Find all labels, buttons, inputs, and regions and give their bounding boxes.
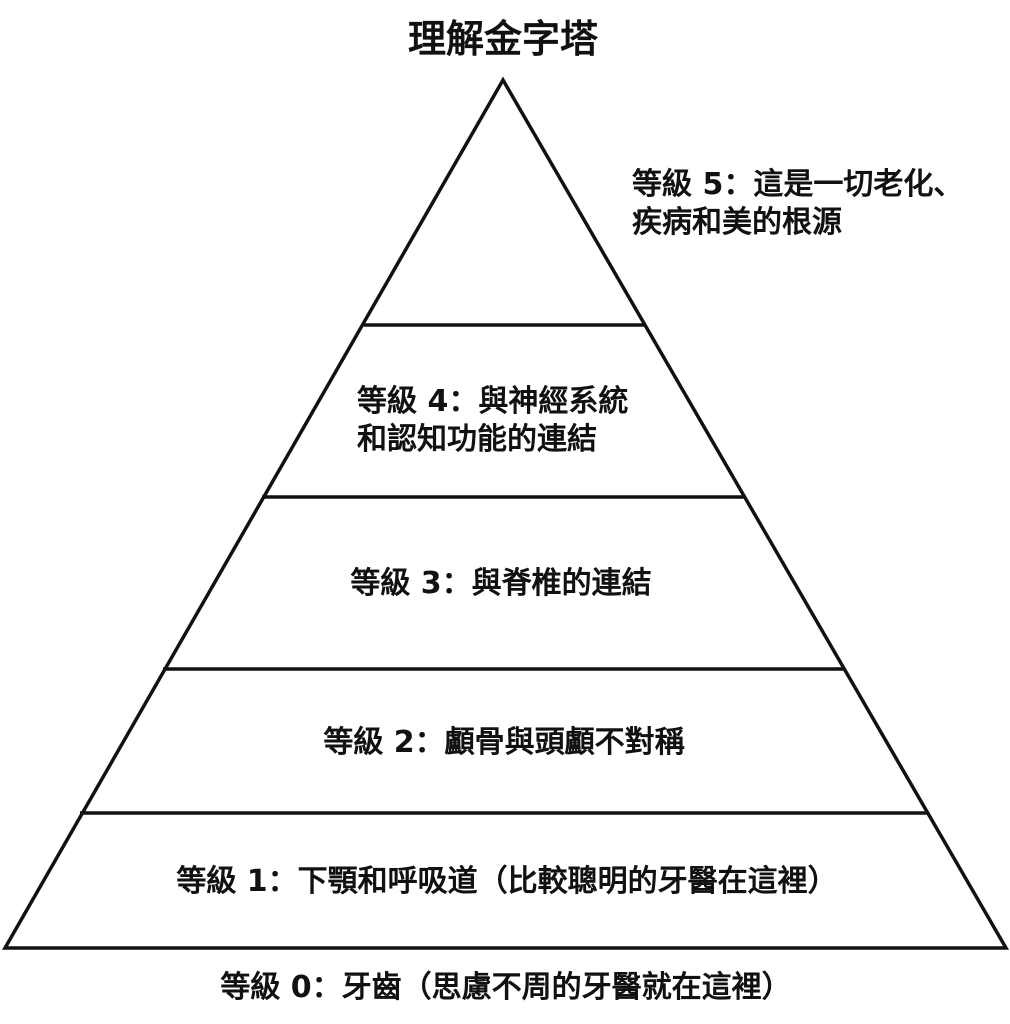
level-5-line-1: 等級 5：這是一切老化、 [632,167,963,202]
level-0-line-1: 等級 0：牙齒（思慮不周的牙醫就在這裡） [220,970,791,1005]
level-4-label: 等級 4：與神經系統 和認知功能的連結 [357,384,628,457]
level-1-label: 等級 1：下顎和呼吸道（比較聰明的牙醫在這裡） [176,864,837,899]
level-0-label: 等級 0：牙齒（思慮不周的牙醫就在這裡） [220,970,791,1005]
level-2-label: 等級 2：顱骨與頭顱不對稱 [323,725,684,760]
level-2-line-1: 等級 2：顱骨與頭顱不對稱 [323,725,684,760]
level-3-line-1: 等級 3：與脊椎的連結 [350,566,651,601]
level-5-label: 等級 5：這是一切老化、 疾病和美的根源 [632,167,963,240]
level-1-line-1: 等級 1：下顎和呼吸道（比較聰明的牙醫在這裡） [176,864,837,899]
level-4-line-2: 和認知功能的連結 [357,422,597,457]
diagram-title: 理解金字塔 [408,17,599,61]
level-5-line-2: 疾病和美的根源 [632,205,842,240]
pyramid-outline [1,76,1010,950]
level-4-line-1: 等級 4：與神經系統 [357,384,628,419]
level-3-label: 等級 3：與脊椎的連結 [350,566,651,601]
